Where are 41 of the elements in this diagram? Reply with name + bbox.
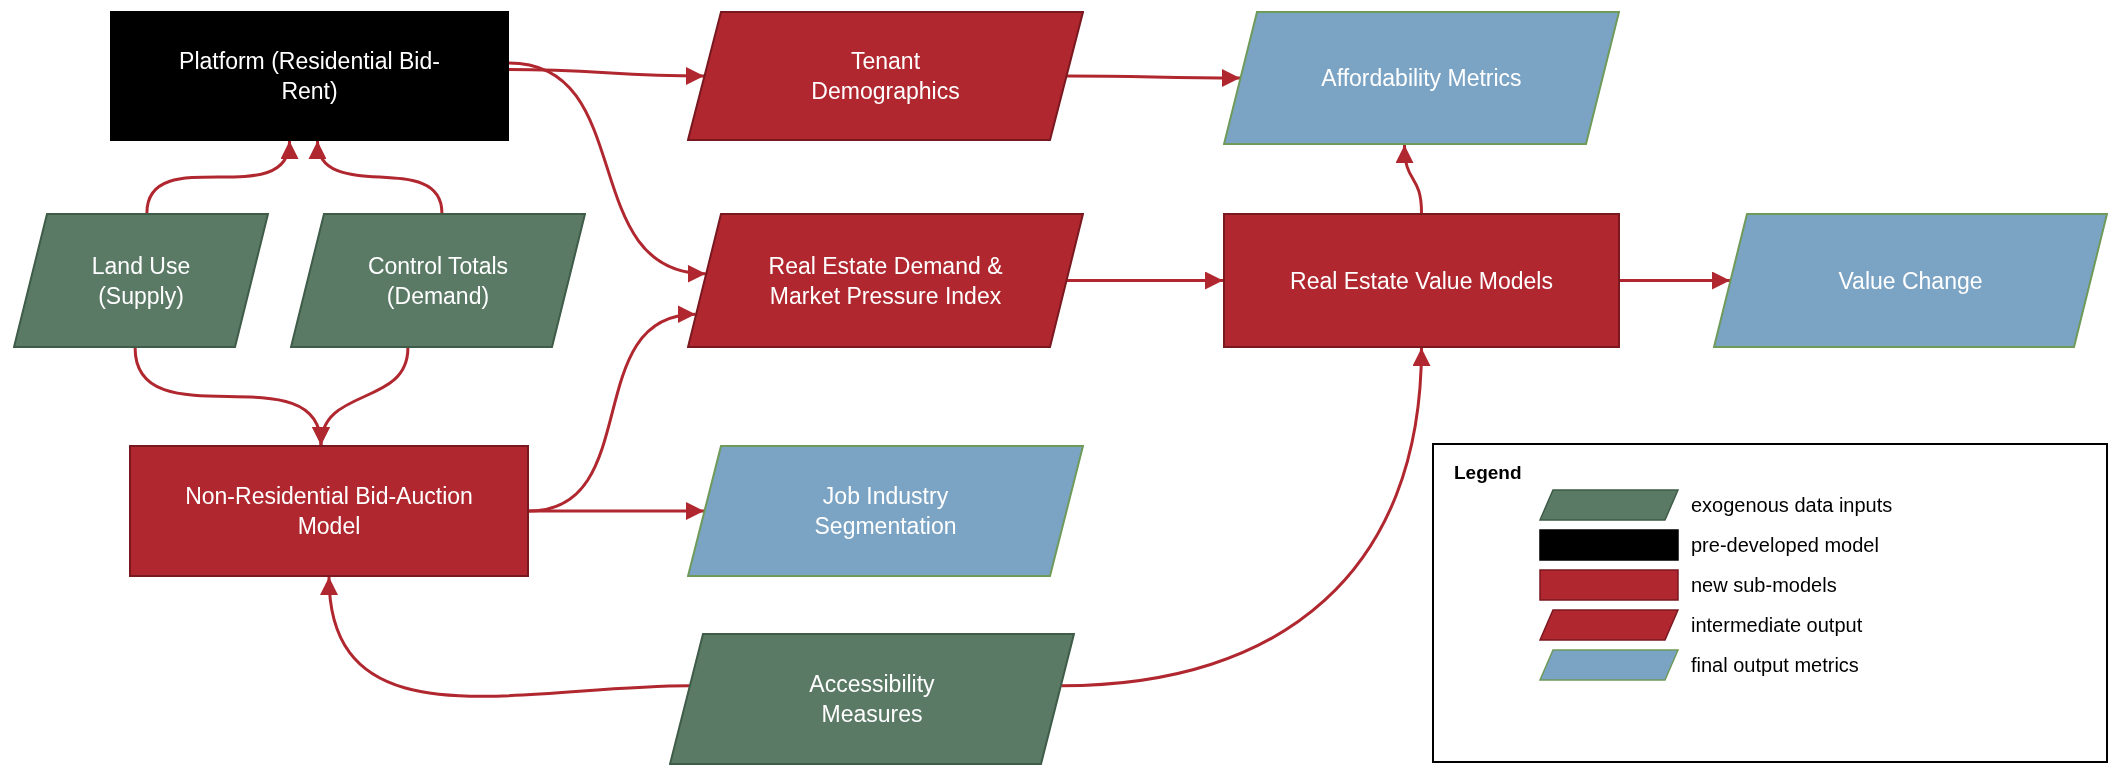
- input-parallelogram: [669, 633, 1075, 765]
- arrow: [145, 140, 296, 214]
- legend-label: pre-developed model: [1691, 533, 1879, 558]
- arrow: [509, 66, 704, 85]
- arrow: [528, 308, 696, 513]
- arrow: [508, 61, 706, 281]
- output-parallelogram: [687, 11, 1084, 141]
- node-label: Real Estate Demand & Market Pressure Index: [767, 251, 1004, 311]
- metric-parallelogram: [1713, 213, 2108, 348]
- node-label: Real Estate Value Models: [1290, 266, 1553, 296]
- arrow: [321, 576, 690, 698]
- legend-label: intermediate output: [1691, 613, 1863, 638]
- arrow: [1061, 347, 1430, 688]
- model-box: [110, 11, 509, 141]
- legend-label: new sub-models: [1691, 573, 1837, 598]
- model-box: [129, 445, 529, 577]
- legend-title: Legend: [1454, 461, 1523, 485]
- legend-label: exogenous data inputs: [1691, 493, 1893, 518]
- node-label: Land Use (Supply): [90, 251, 192, 311]
- output-parallelogram: [687, 213, 1084, 348]
- node-label: Value Change: [1838, 266, 1983, 296]
- model-box: [1223, 213, 1620, 348]
- arrow: [311, 140, 444, 214]
- arrow: [1067, 68, 1240, 87]
- node-label: Platform (Residential Bid-Rent): [178, 47, 441, 106]
- node-label: Affordability Metrics: [1321, 64, 1522, 93]
- node-label: Tenant Demographics: [810, 47, 961, 106]
- arrow: [1620, 271, 1730, 290]
- input-parallelogram: [290, 213, 586, 348]
- arrow: [314, 347, 410, 446]
- node-label: Accessibility Measures: [808, 670, 936, 729]
- node-label: Non-Residential Bid-Auction Model: [184, 482, 474, 541]
- arrow: [1396, 144, 1423, 214]
- metric-parallelogram: [687, 445, 1084, 577]
- input-parallelogram: [13, 213, 269, 348]
- arrow: [1067, 271, 1223, 290]
- metric-parallelogram: [1223, 11, 1620, 145]
- legend-label: final output metrics: [1691, 653, 1859, 678]
- arrow: [529, 502, 704, 520]
- node-label: Job Industry Segmentation: [813, 482, 958, 541]
- node-label: Control Totals (Demand): [366, 251, 510, 311]
